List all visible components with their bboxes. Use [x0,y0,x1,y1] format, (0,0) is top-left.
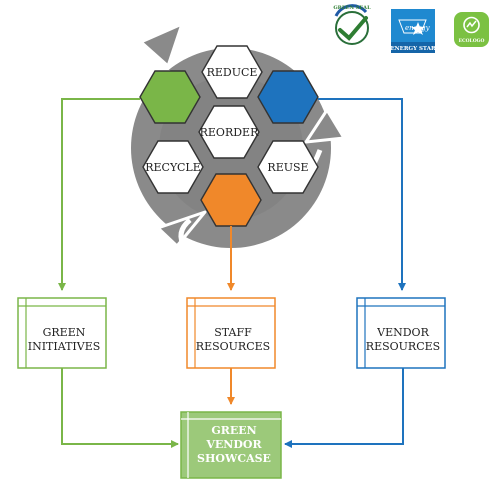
energy-star-script: energy [405,24,431,32]
vendor-resources-line1: VENDOR [376,326,429,339]
green-connector-arrow [58,98,140,291]
staff-resources-line1: STAFF [214,326,252,339]
green-seal-logo: GREEN SEAL [333,4,371,45]
green-vendor-showcase-box: GREEN VENDOR SHOWCASE [180,411,282,479]
green-initiatives-line2: INITIATIVES [28,340,101,353]
green-initiatives-box: GREEN INITIATIVES [17,297,107,369]
green-initiatives-line1: GREEN [43,326,86,339]
hex-reorder-label: REORDER [200,126,259,139]
staff-resources-box: STAFF RESOURCES [186,297,276,369]
hex-green [139,70,201,124]
hex-reduce: REDUCE [201,45,263,99]
hex-reuse-label: REUSE [267,161,308,174]
vendor-resources-line2: RESOURCES [366,340,440,353]
showcase-line1: GREEN [211,424,256,437]
green-seal-logo-text: GREEN SEAL [333,5,371,11]
energy-star-logo: energy ENERGY STAR [390,9,436,53]
hex-reuse: REUSE [257,140,319,194]
ecologo-logo: ECOLOGO [454,12,489,47]
vendor-resources-box: VENDOR RESOURCES [356,297,446,369]
showcase-line2: VENDOR [205,438,262,451]
green-to-showcase-arrow [61,368,179,448]
blue-to-showcase-arrow [284,368,404,448]
hex-recycle-label: RECYCLE [145,161,201,174]
hex-recycle: RECYCLE [142,140,204,194]
showcase-line3: SHOWCASE [197,452,271,465]
hex-orange [200,173,262,227]
energy-star-label: ENERGY STAR [390,46,436,52]
hex-reduce-label: REDUCE [207,66,258,79]
hex-blue [257,70,319,124]
blue-connector-arrow [318,98,406,291]
ecologo-label: ECOLOGO [459,38,485,44]
hex-reorder: REORDER [198,105,260,159]
staff-resources-line2: RESOURCES [196,340,270,353]
